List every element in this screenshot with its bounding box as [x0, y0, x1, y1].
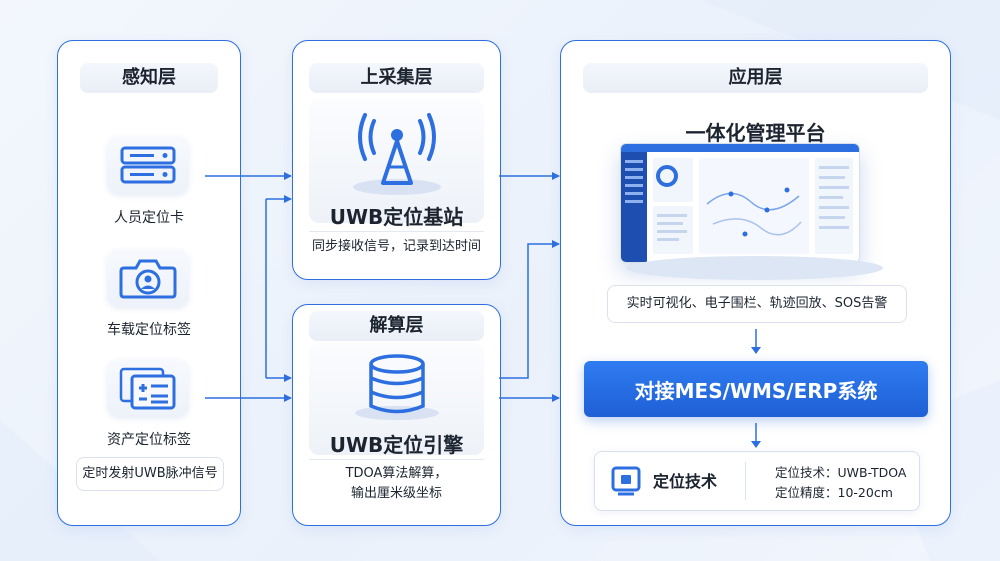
acquisition-name: UWB定位基站 — [329, 205, 464, 229]
platform-title: 一体化管理平台 — [685, 121, 826, 145]
tech-divider — [745, 462, 746, 500]
antenna-tower-icon — [353, 113, 441, 195]
system-integration-banner[interactable]: 对接MES/WMS/ERP系统 — [584, 361, 928, 417]
compute-desc: TDOA算法解算， 输出厘米级坐标 — [309, 459, 484, 508]
asset-tag-tile[interactable] — [107, 359, 189, 417]
database-icon — [355, 354, 439, 420]
arrow-down-icon — [751, 329, 761, 354]
vehicle-tag-icon — [119, 259, 177, 299]
platform-features: 实时可视化、电子围栏、轨迹回放、SOS告警 — [607, 285, 907, 323]
perception-desc: 定时发射UWB脉冲信号 — [76, 457, 224, 491]
compute-layer-card: 解算层 UWB定位引擎 TDOA算法解算， 输出厘米级坐标 — [292, 304, 501, 526]
perception-layer-card: 感知层 人员定位卡 车载定位标签 — [57, 40, 241, 526]
acquisition-highlight — [309, 99, 484, 223]
acquisition-layer-card: 上采集层 UWB定位基站 同步接收信号，记录到达时间 — [292, 40, 501, 280]
perception-desc-text: 定时发射UWB脉冲信号 — [82, 466, 218, 481]
arrow-down-icon-2 — [751, 423, 761, 448]
asset-tag-icon — [119, 367, 176, 410]
positioning-tech-card: 定位技术 定位技术：UWB-TDOA 定位精度：10-20cm — [594, 451, 920, 511]
personnel-card-label: 人员定位卡 — [114, 210, 184, 226]
platform-features-text: 实时可视化、电子围栏、轨迹回放、SOS告警 — [626, 296, 888, 311]
compute-name: UWB定位引擎 — [329, 433, 464, 457]
positioning-tech-line2: 定位精度：10-20cm — [775, 485, 893, 500]
platform-base-shadow — [627, 256, 883, 280]
compute-desc-line2: 输出厘米级坐标 — [350, 486, 442, 501]
compute-layer-title: 解算层 — [309, 311, 484, 341]
vehicle-tag-tile[interactable] — [107, 249, 189, 307]
acquisition-desc: 同步接收信号，记录到达时间 — [309, 231, 484, 262]
application-layer-title: 应用层 — [583, 63, 928, 93]
server-card-icon — [120, 146, 176, 184]
asset-tag-label: 资产定位标签 — [107, 432, 191, 448]
acquisition-layer-title: 上采集层 — [309, 63, 484, 93]
chip-icon — [611, 466, 641, 496]
positioning-tech-line1: 定位技术：UWB-TDOA — [775, 465, 907, 480]
acquisition-desc-text: 同步接收信号，记录到达时间 — [311, 239, 481, 254]
application-layer-card: 应用层 一体化管理平台 — [560, 40, 951, 526]
dashboard-screen[interactable] — [620, 143, 860, 263]
dashboard-preview-icon — [621, 144, 859, 262]
personnel-card-tile[interactable] — [107, 136, 189, 194]
integration-text: 对接MES/WMS/ERP系统 — [634, 378, 878, 403]
compute-desc-line1: TDOA算法解算， — [345, 466, 448, 481]
vehicle-tag-label: 车载定位标签 — [107, 322, 191, 338]
perception-layer-title: 感知层 — [80, 63, 218, 93]
positioning-tech-title: 定位技术 — [653, 472, 718, 491]
